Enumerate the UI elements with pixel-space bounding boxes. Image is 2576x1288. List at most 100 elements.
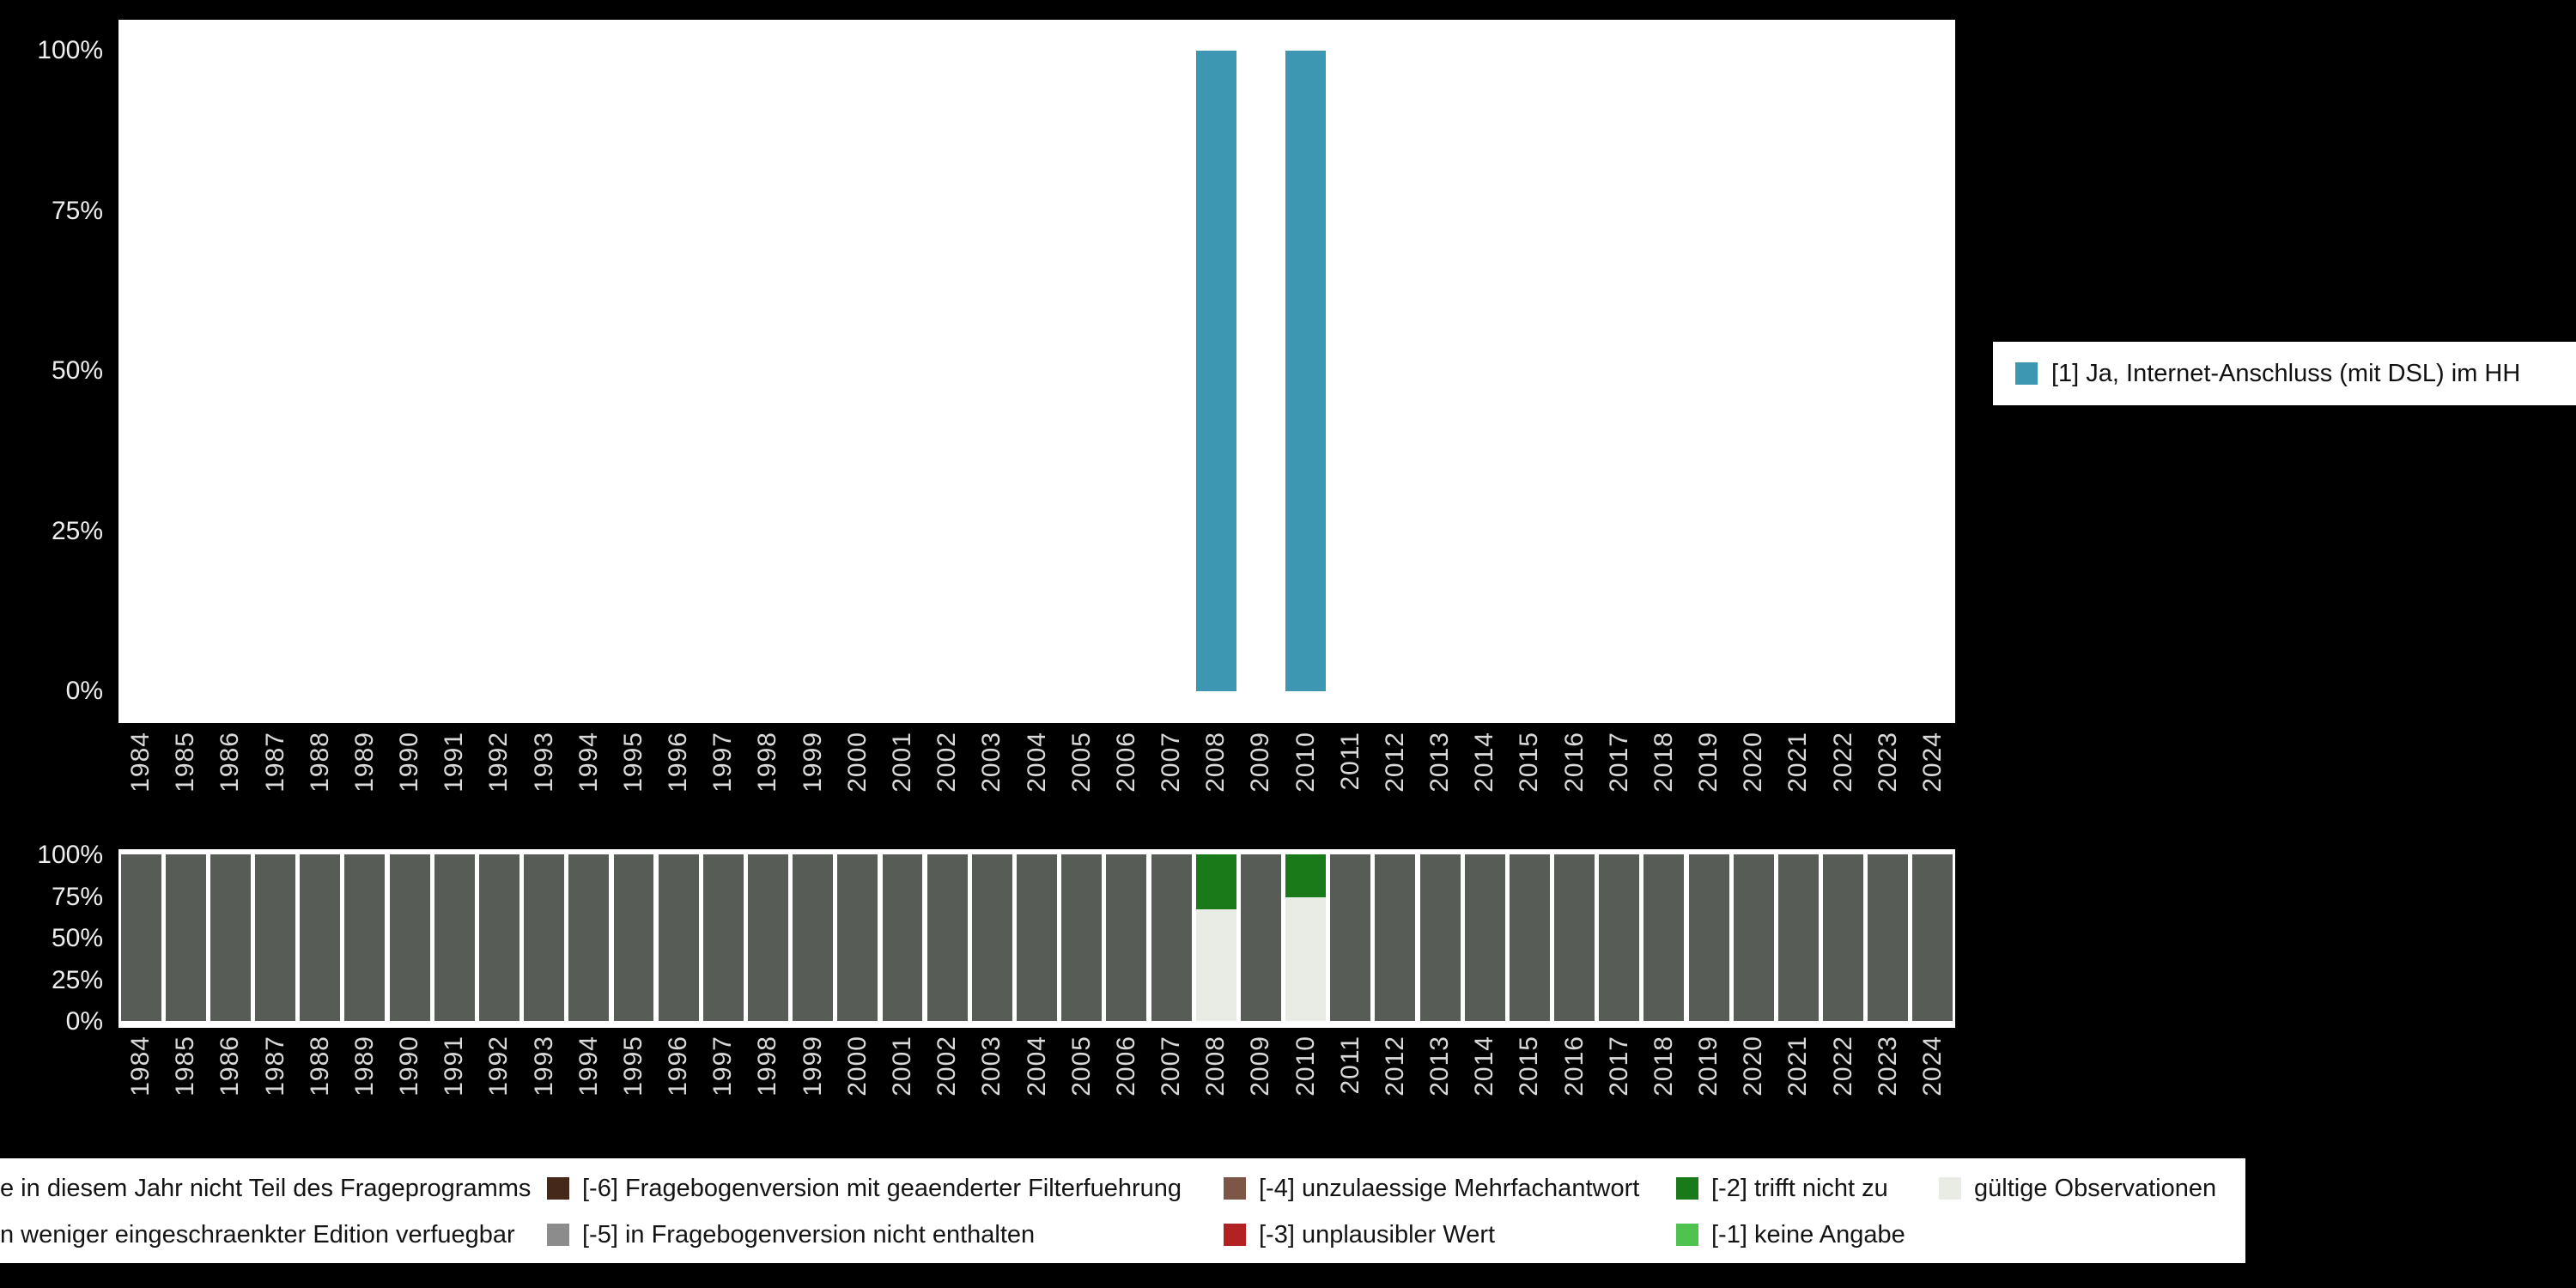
year-tick-2001: 2001	[888, 732, 916, 793]
availability-segment[interactable]	[1195, 909, 1236, 1021]
availability-segment[interactable]	[1285, 897, 1327, 1021]
year-tick-2018: 2018	[1649, 1036, 1678, 1097]
availability-bar-1997[interactable]	[702, 854, 744, 1021]
availability-segment[interactable]	[1464, 854, 1505, 1021]
availability-bar-2014[interactable]	[1464, 854, 1505, 1021]
availability-bar-2012[interactable]	[1375, 854, 1416, 1021]
availability-segment[interactable]	[1777, 854, 1819, 1021]
availability-bar-2010[interactable]	[1285, 854, 1327, 1021]
year-tick-1995: 1995	[618, 1036, 647, 1097]
availability-segment[interactable]	[344, 854, 386, 1021]
frequency-bar-2010[interactable]	[1285, 51, 1327, 691]
availability-bar-1999[interactable]	[793, 854, 834, 1021]
availability-segment[interactable]	[702, 854, 744, 1021]
availability-segment[interactable]	[1509, 854, 1550, 1021]
availability-bar-1986[interactable]	[210, 854, 251, 1021]
availability-bar-1985[interactable]	[165, 854, 206, 1021]
availability-segment[interactable]	[568, 854, 610, 1021]
availability-segment[interactable]	[658, 854, 699, 1021]
availability-segment[interactable]	[389, 854, 430, 1021]
availability-segment[interactable]	[1061, 854, 1103, 1021]
availability-segment[interactable]	[971, 854, 1012, 1021]
availability-bar-2023[interactable]	[1868, 854, 1909, 1021]
availability-segment[interactable]	[120, 854, 161, 1021]
availability-bar-2015[interactable]	[1509, 854, 1550, 1021]
year-tick-1991: 1991	[440, 732, 469, 793]
availability-bar-2018[interactable]	[1643, 854, 1685, 1021]
availability-bar-2005[interactable]	[1061, 854, 1103, 1021]
availability-bar-2021[interactable]	[1777, 854, 1819, 1021]
availability-bar-1996[interactable]	[658, 854, 699, 1021]
availability-segment[interactable]	[434, 854, 475, 1021]
availability-bar-slot-2006	[1104, 854, 1149, 1021]
availability-segment[interactable]	[210, 854, 251, 1021]
availability-segment[interactable]	[1106, 854, 1147, 1021]
availability-bar-2003[interactable]	[971, 854, 1012, 1021]
year-tick-2001: 2001	[888, 1036, 916, 1097]
availability-segment[interactable]	[255, 854, 296, 1021]
availability-segment[interactable]	[1375, 854, 1416, 1021]
availability-segment[interactable]	[1240, 854, 1281, 1021]
availability-bar-1995[interactable]	[613, 854, 654, 1021]
frequency-bar-slot-2010	[1283, 51, 1327, 691]
availability-bar-2013[interactable]	[1419, 854, 1461, 1021]
availability-bar-2016[interactable]	[1554, 854, 1595, 1021]
availability-segment[interactable]	[1285, 854, 1327, 898]
availability-bar-1989[interactable]	[344, 854, 386, 1021]
availability-bar-1992[interactable]	[478, 854, 519, 1021]
availability-segment[interactable]	[1868, 854, 1909, 1021]
availability-bar-2001[interactable]	[882, 854, 923, 1021]
availability-segment[interactable]	[1017, 854, 1057, 1021]
availability-bar-1993[interactable]	[524, 854, 565, 1021]
availability-segment[interactable]	[837, 854, 878, 1021]
availability-bar-2011[interactable]	[1330, 854, 1371, 1021]
availability-bar-2022[interactable]	[1823, 854, 1864, 1021]
availability-bar-1998[interactable]	[748, 854, 788, 1021]
availability-bar-2017[interactable]	[1599, 854, 1640, 1021]
legend-item: e in diesem Jahr nicht Teil des Fragepro…	[0, 1174, 531, 1203]
legend-label: [-5] in Fragebogenversion nicht enthalte…	[582, 1220, 1036, 1249]
availability-bar-2007[interactable]	[1151, 854, 1192, 1021]
availability-segment[interactable]	[300, 854, 341, 1021]
availability-segment[interactable]	[1419, 854, 1461, 1021]
availability-bar-1987[interactable]	[255, 854, 296, 1021]
y-tick-label: 75%	[51, 196, 103, 225]
year-tick-1988: 1988	[305, 732, 334, 793]
availability-segment[interactable]	[478, 854, 519, 1021]
availability-bar-2009[interactable]	[1240, 854, 1281, 1021]
availability-bar-1994[interactable]	[568, 854, 610, 1021]
availability-bar-2024[interactable]	[1912, 854, 1953, 1021]
availability-segment[interactable]	[748, 854, 788, 1021]
frequency-bar-slot-1995	[611, 51, 656, 691]
year-tick-2015: 2015	[1515, 732, 1544, 793]
availability-segment[interactable]	[1643, 854, 1685, 1021]
year-tick-2004: 2004	[1022, 1036, 1051, 1097]
availability-segment[interactable]	[927, 854, 968, 1021]
availability-bar-1984[interactable]	[120, 854, 161, 1021]
availability-bar-1990[interactable]	[389, 854, 430, 1021]
availability-bar-2008[interactable]	[1195, 854, 1236, 1021]
availability-bar-2004[interactable]	[1017, 854, 1057, 1021]
availability-segment[interactable]	[1599, 854, 1640, 1021]
availability-segment[interactable]	[1733, 854, 1774, 1021]
availability-bar-2000[interactable]	[837, 854, 878, 1021]
availability-bar-2019[interactable]	[1688, 854, 1729, 1021]
availability-segment[interactable]	[1151, 854, 1192, 1021]
availability-segment[interactable]	[1912, 854, 1953, 1021]
availability-segment[interactable]	[613, 854, 654, 1021]
availability-segment[interactable]	[793, 854, 834, 1021]
availability-segment[interactable]	[882, 854, 923, 1021]
availability-segment[interactable]	[165, 854, 206, 1021]
availability-segment[interactable]	[1554, 854, 1595, 1021]
availability-segment[interactable]	[1195, 854, 1236, 910]
availability-bar-1988[interactable]	[300, 854, 341, 1021]
availability-segment[interactable]	[1688, 854, 1729, 1021]
availability-bar-1991[interactable]	[434, 854, 475, 1021]
availability-bar-2002[interactable]	[927, 854, 968, 1021]
availability-segment[interactable]	[1823, 854, 1864, 1021]
availability-bar-2020[interactable]	[1733, 854, 1774, 1021]
availability-segment[interactable]	[524, 854, 565, 1021]
availability-segment[interactable]	[1330, 854, 1371, 1021]
frequency-bar-2008[interactable]	[1195, 51, 1236, 691]
availability-bar-2006[interactable]	[1106, 854, 1147, 1021]
